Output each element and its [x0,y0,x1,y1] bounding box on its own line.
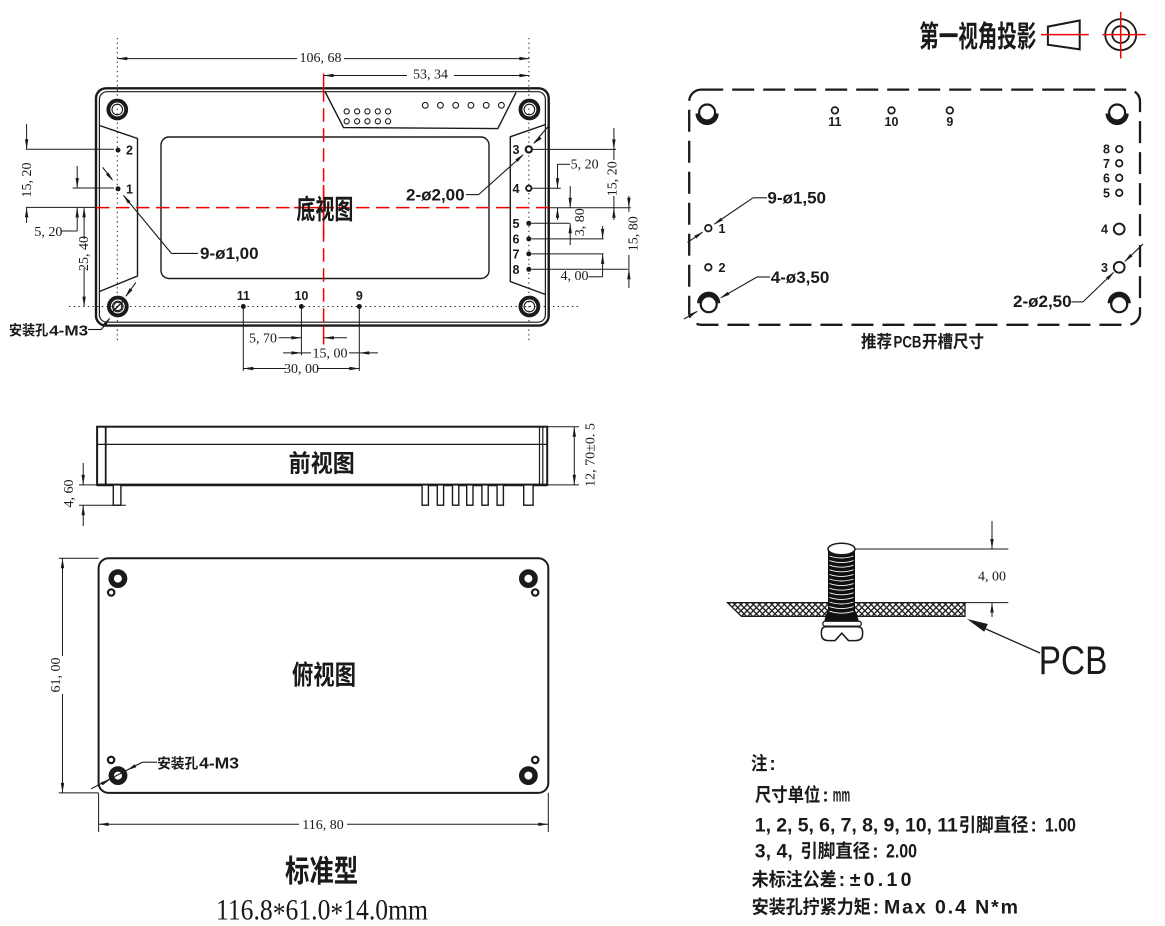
svg-text:PCB: PCB [894,334,922,352]
svg-text:1: 1 [126,182,133,196]
svg-text:4, 00: 4, 00 [978,569,1006,584]
svg-text:9-ø1,50: 9-ø1,50 [767,188,826,207]
svg-text:4: 4 [1101,223,1108,237]
svg-text::: : [1031,816,1037,837]
svg-text:3, 80: 3, 80 [573,208,588,236]
svg-text:10: 10 [885,115,899,129]
svg-text:106, 68: 106, 68 [300,51,342,66]
svg-text:2.00: 2.00 [886,841,917,863]
svg-text:15, 00: 15, 00 [313,347,348,362]
svg-text:15, 80: 15, 80 [626,216,641,251]
svg-text:4, 60: 4, 60 [62,480,77,508]
svg-text:9-ø1,00: 9-ø1,00 [200,244,259,263]
svg-text:6: 6 [1103,171,1110,185]
svg-text:5, 20: 5, 20 [571,157,599,172]
svg-text:Max 0.4 N*m: Max 0.4 N*m [884,897,1018,919]
svg-text:30, 00: 30, 00 [284,362,319,377]
svg-text::: : [839,870,845,891]
svg-text:PCB: PCB [1039,639,1108,683]
svg-text:53, 34: 53, 34 [413,67,448,82]
svg-text:3: 3 [1101,261,1108,275]
svg-text:25, 40: 25, 40 [77,236,92,271]
svg-text:1, 2, 5, 6, 7, 8, 9, 10, 11: 1, 2, 5, 6, 7, 8, 9, 10, 11 [755,815,958,837]
svg-text:7: 7 [1103,157,1110,171]
svg-text:1: 1 [719,222,726,236]
svg-text:10: 10 [294,289,308,303]
svg-text:116.8*61.0*14.0mm: 116.8*61.0*14.0mm [216,894,428,926]
svg-text:mm: mm [833,786,850,807]
svg-text:11: 11 [237,289,250,303]
svg-text:4-M3: 4-M3 [49,323,88,340]
svg-text:2-ø2,50: 2-ø2,50 [1013,292,1072,311]
svg-text:9: 9 [356,289,363,303]
svg-text:61, 00: 61, 00 [49,658,64,693]
svg-text:11: 11 [828,115,841,129]
svg-text:±0.10: ±0.10 [850,869,912,891]
svg-text:4: 4 [513,182,520,196]
svg-text::: : [769,754,775,775]
svg-text:6: 6 [513,232,520,246]
svg-text:1.00: 1.00 [1045,815,1076,837]
svg-text:4, 00: 4, 00 [561,269,589,284]
svg-text:15, 20: 15, 20 [20,163,35,198]
svg-text:2: 2 [719,261,726,275]
svg-text:4-M3: 4-M3 [199,756,239,773]
svg-text:4-ø3,50: 4-ø3,50 [771,268,830,287]
svg-text:116, 80: 116, 80 [302,818,343,833]
svg-text:9: 9 [946,115,953,129]
svg-text:3, 4,: 3, 4, [755,841,793,863]
svg-text:2-ø2,00: 2-ø2,00 [406,186,465,205]
svg-text::: : [873,898,879,919]
svg-text:5: 5 [513,217,520,231]
svg-text:5, 70: 5, 70 [249,331,277,346]
svg-text:2: 2 [126,144,133,158]
svg-text:5, 20: 5, 20 [34,225,62,240]
svg-text:8: 8 [1103,143,1110,157]
svg-text:8: 8 [513,263,520,277]
svg-text:15, 20: 15, 20 [605,161,620,196]
svg-text:7: 7 [513,247,520,261]
svg-text:5: 5 [1103,186,1110,200]
svg-text:12, 70±0. 5: 12, 70±0. 5 [584,423,599,487]
svg-text::: : [822,786,828,807]
svg-text::: : [872,842,878,863]
svg-text:3: 3 [513,143,520,157]
